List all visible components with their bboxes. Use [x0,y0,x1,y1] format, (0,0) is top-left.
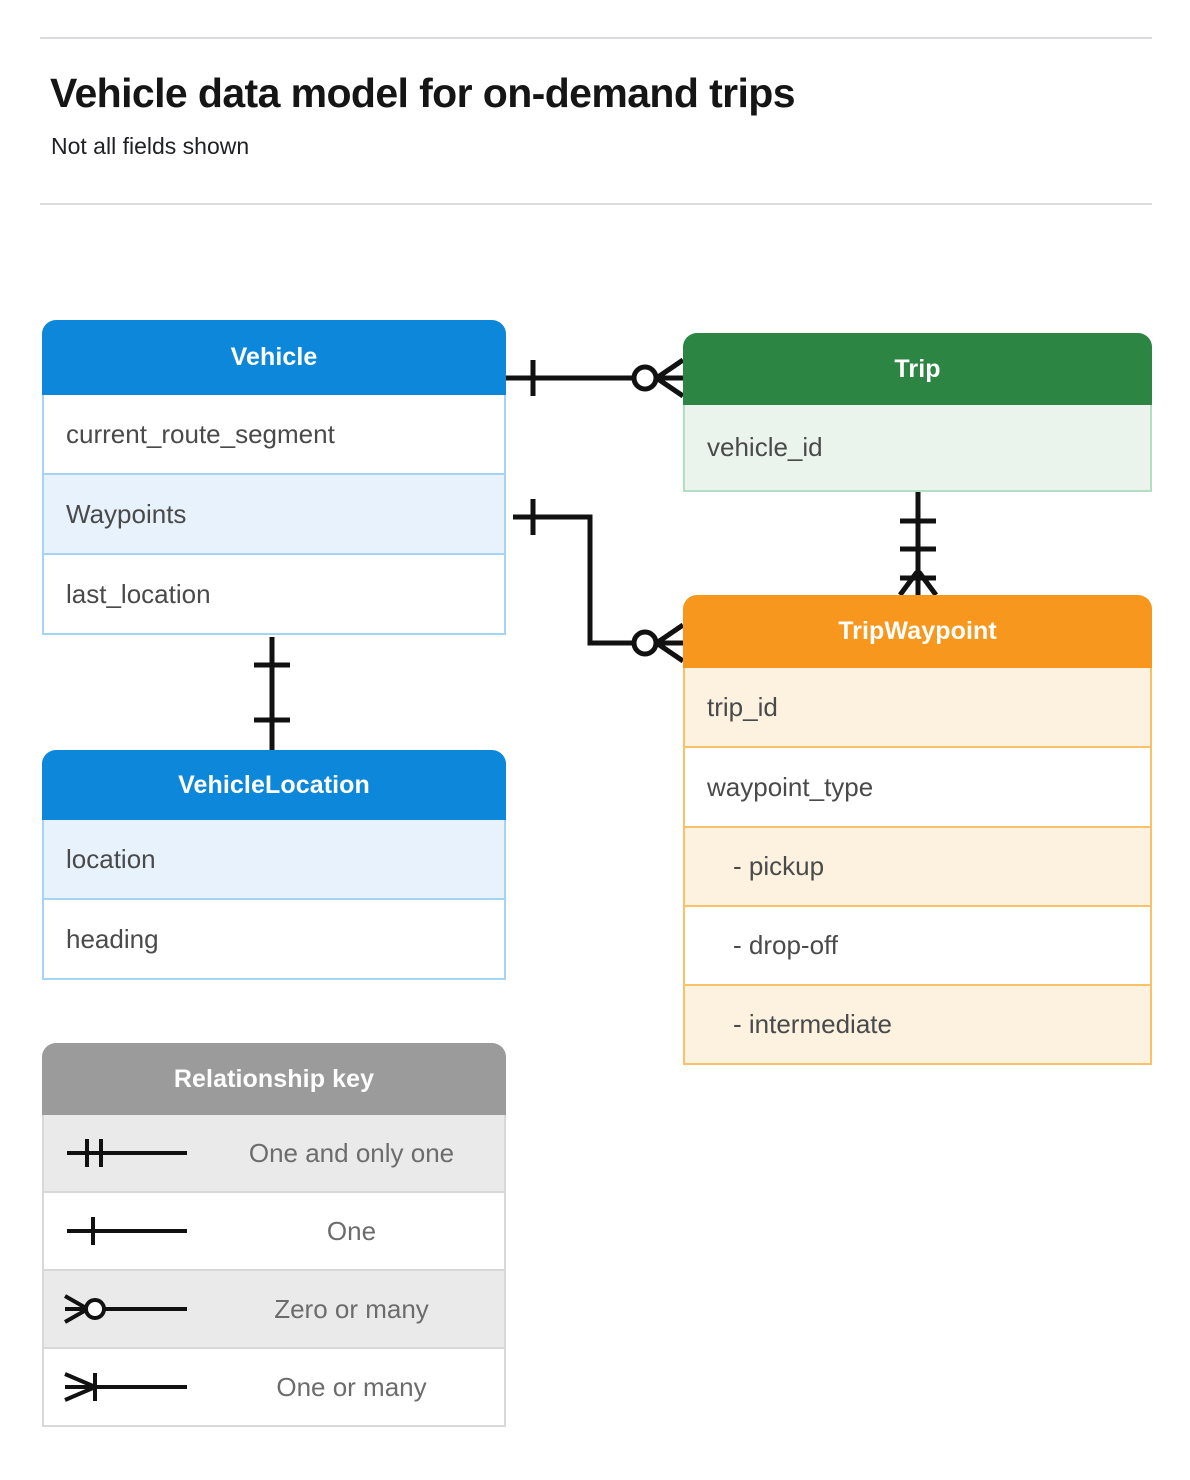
legend-item-one-or-many: One or many [42,1349,506,1427]
one-and-only-one-icon [44,1131,209,1175]
entity-trip-title: Trip [894,354,941,383]
zero-or-many-icon [44,1287,209,1331]
entity-tripwaypoint-field-waypoint-type[interactable]: waypoint_type [683,748,1152,828]
relationship-key-header: Relationship key [42,1043,506,1115]
one-or-many-icon [44,1365,209,1409]
entity-vehicle-field-waypoints[interactable]: Waypoints [42,475,506,555]
entity-trip[interactable]: Trip vehicle_id [683,333,1152,492]
field-label: - intermediate [733,1009,892,1039]
page-subtitle: Not all fields shown [51,133,250,159]
entity-tripwaypoint[interactable]: TripWaypoint trip_id waypoint_type - pic… [683,595,1152,1065]
legend-label: One [326,1215,377,1246]
entity-vehicle-field-last-location[interactable]: last_location [42,555,506,635]
entity-vehiclelocation[interactable]: VehicleLocation location heading [42,750,506,980]
entity-tripwaypoint-value-intermediate[interactable]: - intermediate [683,986,1152,1065]
field-label: vehicle_id [707,432,823,462]
relationship-key-title: Relationship key [173,1064,375,1093]
legend-label: One or many [276,1371,427,1402]
field-label: current_route_segment [66,418,335,449]
entity-tripwaypoint-header: TripWaypoint [683,595,1152,668]
connector-waypoints-tripwaypoint [513,514,683,646]
entity-tripwaypoint-value-drop-off[interactable]: - drop-off [683,907,1152,986]
legend-item-zero-or-many: Zero or many [42,1271,506,1349]
field-label: - pickup [733,851,825,881]
entity-vehicle-field-current-route-segment[interactable]: current_route_segment [42,395,506,475]
header-divider-bottom [40,203,1152,205]
field-label: waypoint_type [707,771,874,802]
entity-vehicle[interactable]: Vehicle current_route_segment Waypoints … [42,320,506,635]
field-label: last_location [66,578,211,609]
page-title: Vehicle data model for on-demand trips [50,70,796,116]
legend-label: Zero or many [274,1293,429,1324]
entity-trip-field-vehicle-id[interactable]: vehicle_id [683,405,1152,492]
legend-label: One and only one [248,1137,455,1168]
entity-tripwaypoint-title: TripWaypoint [838,617,997,645]
field-label: Waypoints [66,498,187,529]
entity-vehiclelocation-title: VehicleLocation [178,770,370,799]
entity-vehiclelocation-header: VehicleLocation [42,750,506,820]
entity-vehiclelocation-field-location[interactable]: location [42,820,506,900]
field-label: - drop-off [733,930,839,960]
legend-item-one-and-only-one: One and only one [42,1115,506,1193]
one-icon [44,1209,209,1253]
entity-vehicle-header: Vehicle [42,320,506,395]
entity-vehicle-title: Vehicle [230,343,318,371]
legend-item-one: One [42,1193,506,1271]
field-label: trip_id [707,691,778,722]
entity-trip-header: Trip [683,333,1152,405]
header-divider-top [40,37,1152,39]
entity-tripwaypoint-field-trip-id[interactable]: trip_id [683,668,1152,748]
field-label: heading [66,923,159,954]
entity-vehiclelocation-field-heading[interactable]: heading [42,900,506,980]
entity-tripwaypoint-value-pickup[interactable]: - pickup [683,828,1152,907]
field-label: location [66,843,156,874]
relationship-key-legend: Relationship key One and only one One [42,1043,506,1427]
